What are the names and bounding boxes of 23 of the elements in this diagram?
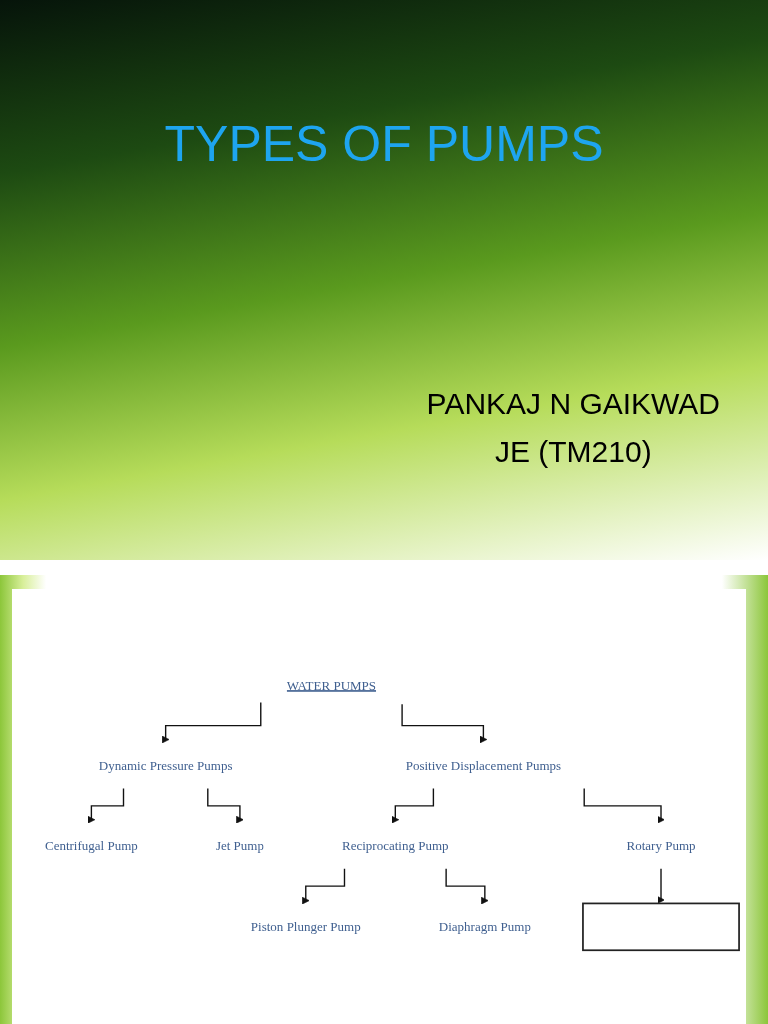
arrow — [657, 868, 665, 904]
node-box — [582, 902, 740, 952]
node-text: Piston Plunger Pump — [250, 919, 361, 934]
node-text: Positive Displacement Pumps — [405, 758, 562, 773]
node-text: Dynamic Pressure Pumps — [98, 758, 233, 773]
arrow — [301, 868, 346, 905]
node-text: Centrifugal Pump — [44, 838, 138, 853]
node-text: Diaphragm Pump — [438, 919, 531, 934]
arrow — [445, 868, 489, 905]
arrow — [207, 787, 244, 824]
node-text: Jet Pump — [215, 838, 264, 853]
author-text: PANKAJ N GAIKWAD — [426, 386, 720, 422]
arrow — [161, 701, 262, 744]
arrow — [401, 703, 488, 744]
arrow — [583, 787, 665, 824]
slide-title: TYPES OF PUMPS — [163, 115, 605, 173]
arrow — [391, 787, 435, 824]
node-text: Rotary Pump — [626, 838, 696, 853]
node-text: WATER PUMPS — [286, 678, 377, 693]
node-text: Reciprocating Pump — [342, 838, 449, 853]
diagram-panel: WATER PUMPS Dynamic Pressure Pumps Positive Displacement Pumps Centrifugal Pump Jet Pump Reciprocating Pump Rotary Pump Piston Plunger Pump Diaphragm Pump — [12, 589, 746, 1024]
arrow — [87, 787, 125, 824]
author-text: JE (TM210) — [493, 434, 653, 470]
